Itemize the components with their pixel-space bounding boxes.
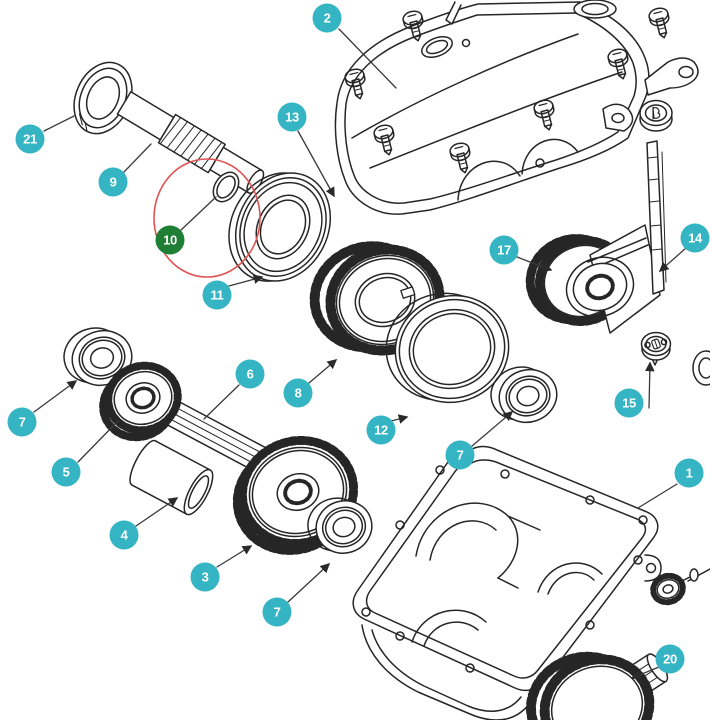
part-plug-cap-b: [639, 99, 673, 132]
callout-number: 6: [246, 366, 254, 382]
callout-balloon-6[interactable]: 6: [235, 359, 265, 389]
callout-number: 4: [120, 527, 128, 543]
callout-balloon-9[interactable]: 9: [98, 167, 128, 197]
callout-balloon-2[interactable]: 2: [312, 3, 342, 33]
callout-balloon-5[interactable]: 5: [51, 457, 81, 487]
callout-number: 8: [294, 385, 302, 401]
callout-number: 14: [688, 230, 702, 246]
part-top-cover-2: [334, 0, 699, 215]
callout-balloon-20[interactable]: 20: [655, 644, 685, 674]
callout-number: 10: [163, 232, 177, 248]
callout-number: 17: [497, 242, 511, 258]
callout-number: 7: [18, 414, 26, 430]
callout-number: 21: [23, 131, 37, 147]
part-pinion: [650, 568, 710, 606]
callout-balloon-10[interactable]: 10: [155, 225, 185, 255]
part-cap-15: [640, 331, 672, 366]
callout-number: 11: [210, 287, 224, 303]
callout-balloon-13[interactable]: 13: [277, 102, 307, 132]
part-ring-12: [385, 292, 510, 404]
leader-lines: [33, 28, 687, 680]
gear-17-hub: [565, 256, 635, 318]
part-gear-20: [525, 651, 669, 720]
callout-balloon-7[interactable]: 7: [7, 407, 37, 437]
callout-balloon-3[interactable]: 3: [190, 562, 220, 592]
callout-number: 1: [685, 465, 693, 481]
callout-balloon-4[interactable]: 4: [109, 520, 139, 550]
highlight-ring: [153, 158, 261, 278]
part-spacer-4: [129, 439, 214, 516]
callout-number: 7: [273, 604, 281, 620]
part-seal-ring-21: [73, 61, 133, 135]
callout-balloon-7[interactable]: 7: [445, 440, 475, 470]
callout-balloon-17[interactable]: 17: [489, 235, 519, 265]
callout-balloon-7[interactable]: 7: [262, 597, 292, 627]
callout-number: 7: [456, 447, 464, 463]
part-oil-seal-11: [228, 172, 332, 282]
callout-number: 3: [201, 569, 209, 585]
callout-balloon-21[interactable]: 21: [15, 124, 45, 154]
callout-balloon-15[interactable]: 15: [614, 388, 644, 418]
part-o-ring-10: [212, 171, 240, 203]
part-housing-1: [352, 445, 662, 720]
callout-number: 20: [663, 651, 677, 667]
callout-balloon-12[interactable]: 12: [366, 415, 396, 445]
callout-balloon-8[interactable]: 8: [283, 378, 313, 408]
callout-number: 12: [374, 422, 388, 438]
callout-number: 15: [622, 395, 636, 411]
callout-number: 9: [109, 174, 117, 190]
part-input-shaft-9: [116, 90, 265, 194]
callout-balloon-14[interactable]: 14: [680, 223, 710, 253]
callout-number: 2: [323, 10, 331, 26]
callout-balloon-1[interactable]: 1: [674, 458, 704, 488]
part-bearing-7-bottom: [307, 497, 373, 554]
part-edge-knob: [692, 350, 710, 386]
part-gear-5: [99, 361, 182, 442]
callout-number: 5: [62, 464, 70, 480]
callout-balloon-11[interactable]: 11: [202, 280, 232, 310]
part-bearing-7-left: [63, 327, 133, 387]
part-bearing-7-middle: [490, 366, 558, 424]
callout-number: 13: [285, 109, 299, 125]
